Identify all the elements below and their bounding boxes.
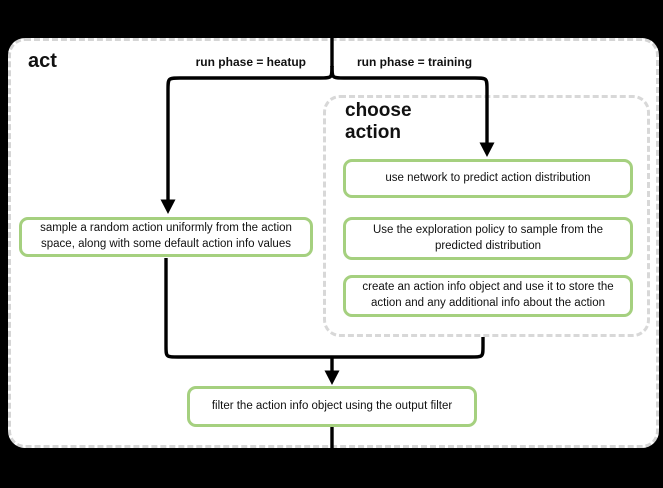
node-exploration-policy: Use the exploration policy to sample fro… [343, 217, 633, 260]
node-predict-distribution: use network to predict action distributi… [343, 159, 633, 198]
branch-label-heatup: run phase = heatup [195, 55, 306, 69]
node-filter-output: filter the action info object using the … [187, 386, 477, 427]
node-sample-random-action: sample a random action uniformly from th… [19, 217, 313, 257]
choose-action-title: choose action [345, 100, 412, 143]
node-create-action-info: create an action info object and use it … [343, 275, 633, 317]
branch-label-training: run phase = training [357, 55, 473, 69]
act-title: act [28, 50, 57, 72]
